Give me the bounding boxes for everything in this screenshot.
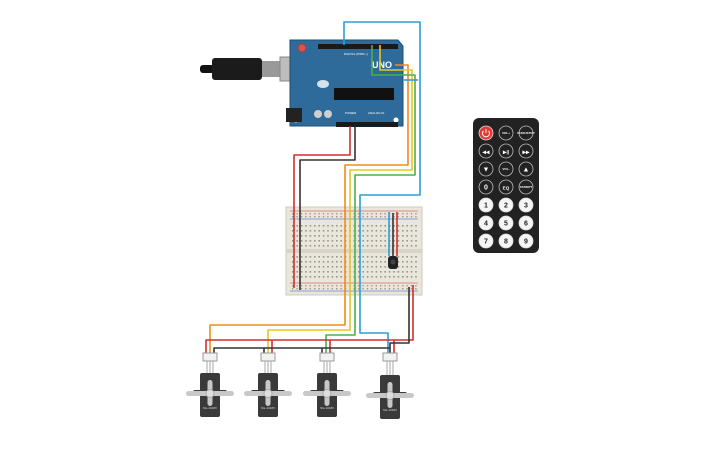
remote-button-5-2[interactable]: 6	[518, 215, 534, 231]
wire-servo-gnd[interactable]	[213, 347, 390, 355]
breadboard-center-channel	[286, 249, 422, 253]
servo-connector	[382, 352, 398, 362]
servo-connector	[202, 352, 218, 362]
servo-connector	[319, 352, 335, 362]
board-brand-text: UNO	[372, 60, 392, 70]
servo-shaft	[263, 389, 273, 398]
servo-model-label: SG-1318V	[203, 406, 217, 410]
digital-header	[318, 44, 398, 49]
reset-button[interactable]	[297, 43, 307, 53]
usb-plug-body	[212, 58, 262, 80]
remote-button-label: ST/REPT	[520, 185, 533, 189]
remote-button-label: ▲	[523, 167, 530, 174]
servo-motor[interactable]: SG-1318V	[244, 352, 292, 417]
remote-button-3-2[interactable]: ST/REPT	[518, 179, 534, 195]
ir-remote[interactable]: VOL+ FUNC/STOP ◀◀ ▶|| ▶▶ ▼ VOL- ▲ 0 EQ ST/REPT 1 2 3 4…	[473, 118, 539, 253]
power-label: POWER	[345, 111, 357, 115]
arduino-board[interactable]: UNO POWER ANALOG IN DIGITAL (PWM ~)	[286, 39, 404, 127]
capacitor	[314, 110, 322, 118]
servo-model-label: SG-1318V	[320, 406, 334, 410]
remote-button-2-1[interactable]: VOL-	[498, 161, 514, 177]
remote-button-3-1[interactable]: EQ	[498, 179, 514, 195]
power-jack	[286, 108, 302, 122]
wire-rail-red[interactable]	[393, 285, 414, 355]
remote-button-6-0[interactable]: 7	[478, 233, 494, 249]
atmega-chip	[334, 88, 394, 100]
analog-label: ANALOG IN	[368, 111, 384, 115]
remote-button-label: EQ	[503, 186, 510, 191]
remote-button-label: 9	[524, 239, 528, 246]
remote-button-6-1[interactable]: 8	[498, 233, 514, 249]
remote-buttons: VOL+ FUNC/STOP ◀◀ ▶|| ▶▶ ▼ VOL- ▲ 0 EQ ST/REPT 1 2 3 4…	[478, 125, 535, 249]
servo-connector	[260, 352, 276, 362]
wire-signal-green[interactable]	[325, 45, 416, 355]
remote-button-label: 7	[484, 239, 488, 246]
remote-button-label: 8	[504, 239, 508, 246]
wire-signal-blue[interactable]	[343, 21, 421, 355]
wire-5v-arduino[interactable]	[293, 126, 351, 288]
remote-button-5-0[interactable]: 4	[478, 215, 494, 231]
servo-model-label: SG-1318V	[261, 406, 275, 410]
capacitor	[324, 110, 332, 118]
breadboard[interactable]	[285, 206, 423, 296]
remote-button-1-2[interactable]: ▶▶	[518, 143, 534, 159]
arduino-logo-icon	[317, 80, 329, 88]
servo-group: SG-1318V SG-1318V SG-1318V SG-1318V	[186, 352, 414, 419]
remote-button-label: VOL+	[502, 131, 510, 135]
servo-motor[interactable]: SG-1318V	[186, 352, 234, 417]
remote-button-2-0[interactable]: ▼	[478, 161, 494, 177]
remote-button-label: 3	[524, 203, 528, 210]
remote-button-label: ◀◀	[481, 150, 490, 155]
wire-signal-orange[interactable]	[209, 64, 409, 355]
wire-servo-power[interactable]	[205, 339, 394, 355]
remote-button-label: FUNC/STOP	[517, 131, 534, 135]
remote-button-label: 6	[524, 221, 528, 228]
remote-button-4-2[interactable]: 3	[518, 197, 534, 213]
servo-shaft	[322, 389, 332, 398]
remote-button-label: 0	[484, 185, 488, 192]
remote-button-label: ▶||	[502, 150, 509, 155]
remote-button-1-1[interactable]: ▶||	[498, 143, 514, 159]
power-button[interactable]	[478, 125, 494, 141]
remote-button-label: ▶▶	[521, 150, 531, 155]
servo-motor[interactable]: SG-1318V	[366, 352, 414, 419]
usb-plug-metal	[262, 61, 280, 77]
wire-gnd-arduino[interactable]	[299, 126, 356, 290]
wire-rail-black[interactable]	[389, 287, 410, 355]
power-icon	[482, 130, 490, 138]
mount-hole	[393, 117, 399, 123]
remote-button-5-1[interactable]: 5	[498, 215, 514, 231]
usb-cable-strain	[200, 65, 214, 73]
wire-signal-yellow[interactable]	[267, 45, 413, 355]
power-analog-header	[336, 122, 398, 127]
remote-button-label: VOL-	[502, 167, 509, 171]
servo-model-label: SG-1318V	[383, 408, 397, 412]
servo-shaft	[205, 389, 215, 398]
ir-receiver-lens	[390, 259, 396, 265]
remote-button-label: 1	[484, 203, 488, 210]
remote-button-4-1[interactable]: 2	[498, 197, 514, 213]
remote-button-label: 5	[504, 221, 508, 228]
remote-button-3-0[interactable]: 0	[478, 179, 494, 195]
remote-button-label: 4	[484, 221, 488, 228]
usb-cable[interactable]	[200, 56, 301, 82]
remote-button-0-1[interactable]: VOL+	[498, 125, 514, 141]
servo-motor[interactable]: SG-1318V	[303, 352, 351, 417]
remote-button-label: ▼	[483, 167, 490, 174]
remote-button-6-2[interactable]: 9	[518, 233, 534, 249]
remote-button-0-2[interactable]: FUNC/STOP	[517, 125, 535, 141]
remote-button-label: 2	[504, 203, 508, 210]
remote-button-2-2[interactable]: ▲	[518, 161, 534, 177]
remote-button-4-0[interactable]: 1	[478, 197, 494, 213]
digital-label: DIGITAL (PWM ~)	[344, 52, 368, 56]
ir-receiver[interactable]	[388, 256, 398, 269]
remote-button-1-0[interactable]: ◀◀	[478, 143, 494, 159]
servo-shaft	[385, 391, 395, 400]
